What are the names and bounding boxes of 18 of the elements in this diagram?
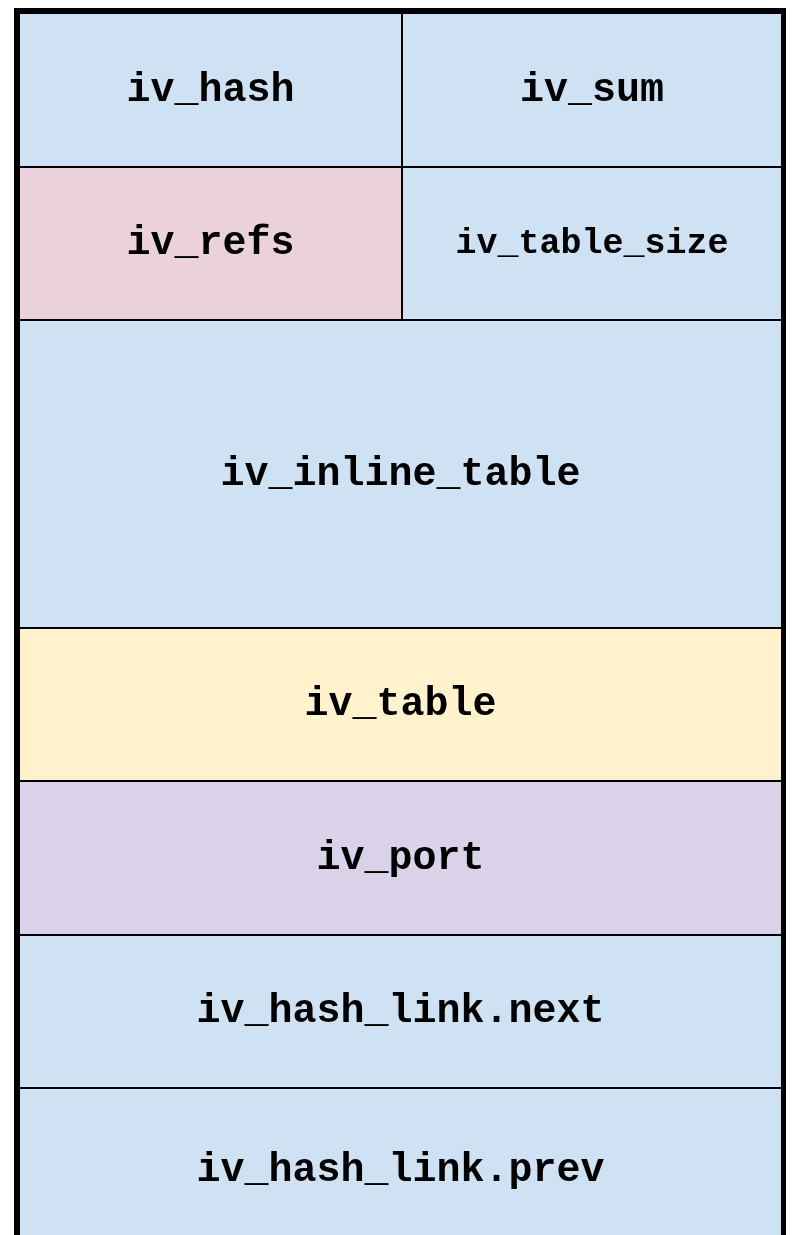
memory-field: [19, 781, 782, 935]
field-name: iv_sum: [520, 67, 664, 113]
field-name: iv_table_size: [455, 223, 729, 264]
memory-field: [19, 13, 402, 167]
memory-field: [402, 167, 782, 320]
field-name: iv_inline_table: [220, 451, 581, 497]
field-name: iv_hash_link.next: [196, 989, 605, 1034]
field-name: iv_port: [316, 835, 485, 881]
field-name: iv_hash: [126, 67, 295, 113]
memory-field: [19, 935, 782, 1088]
memory-field: [19, 628, 782, 781]
field-name: iv_hash_link.prev: [196, 1148, 605, 1193]
memory-field: [19, 320, 782, 628]
memory-field: [19, 167, 402, 320]
memory-field: [19, 1088, 782, 1235]
memory-field: [402, 13, 782, 167]
field-name: iv_table: [304, 682, 497, 727]
field-name: iv_refs: [126, 221, 295, 266]
